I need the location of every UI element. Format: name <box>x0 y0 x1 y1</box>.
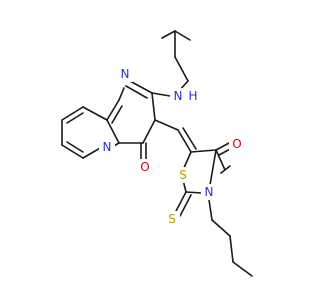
bond <box>182 127 197 150</box>
bond <box>125 85 148 99</box>
bond <box>106 119 120 144</box>
bond <box>215 141 232 151</box>
bond <box>174 191 187 214</box>
bond <box>127 79 153 94</box>
atom-background <box>117 66 133 82</box>
bond <box>61 144 84 159</box>
bond <box>142 119 156 144</box>
ring-sulfur-atom-label: S <box>179 168 187 182</box>
bond <box>209 149 217 186</box>
amine-nitrogen-atom-label: N <box>174 89 183 103</box>
bond <box>220 165 231 174</box>
bond <box>151 92 171 97</box>
ring-carbonyl-oxygen-atom-label: O <box>140 160 149 174</box>
thione-sulfur-atom-label: S <box>168 212 176 226</box>
thiazolidinone-oxygen-atom-label: O <box>232 137 241 151</box>
amine-hydrogen-atom-label: H <box>188 89 197 103</box>
bond <box>118 87 125 101</box>
atom-background <box>170 88 186 104</box>
bond <box>174 30 191 41</box>
atom-background <box>175 167 191 183</box>
bond <box>151 92 156 121</box>
nitrogen-atom-label: N <box>121 67 130 81</box>
atom-background <box>137 159 153 175</box>
bond <box>232 261 253 277</box>
bond <box>82 146 103 159</box>
bond <box>211 219 231 237</box>
bond <box>66 112 84 124</box>
bond <box>185 191 203 194</box>
bond <box>215 149 226 171</box>
bond <box>190 149 217 153</box>
atom-background <box>201 184 217 200</box>
bond <box>66 141 84 153</box>
bond <box>208 199 213 221</box>
thiazolidinone-nitrogen-atom-label: N <box>205 185 214 199</box>
atom-background <box>99 139 115 155</box>
atom-background <box>229 136 245 152</box>
bond <box>82 106 108 121</box>
bond <box>154 119 179 131</box>
bond <box>106 99 120 121</box>
bond <box>229 235 234 263</box>
bond <box>111 105 123 124</box>
bond <box>177 129 192 153</box>
atom-background <box>164 211 180 227</box>
bond <box>174 56 189 82</box>
bond <box>161 30 176 39</box>
atom-label-layer: N N H N O O S S N <box>99 66 245 227</box>
molecule-structure: N N H N O O S S N <box>61 30 253 277</box>
bond <box>61 106 84 121</box>
bond-layer <box>61 30 253 277</box>
bridgehead-nitrogen-atom-label: N <box>103 140 112 154</box>
bond <box>179 194 192 217</box>
